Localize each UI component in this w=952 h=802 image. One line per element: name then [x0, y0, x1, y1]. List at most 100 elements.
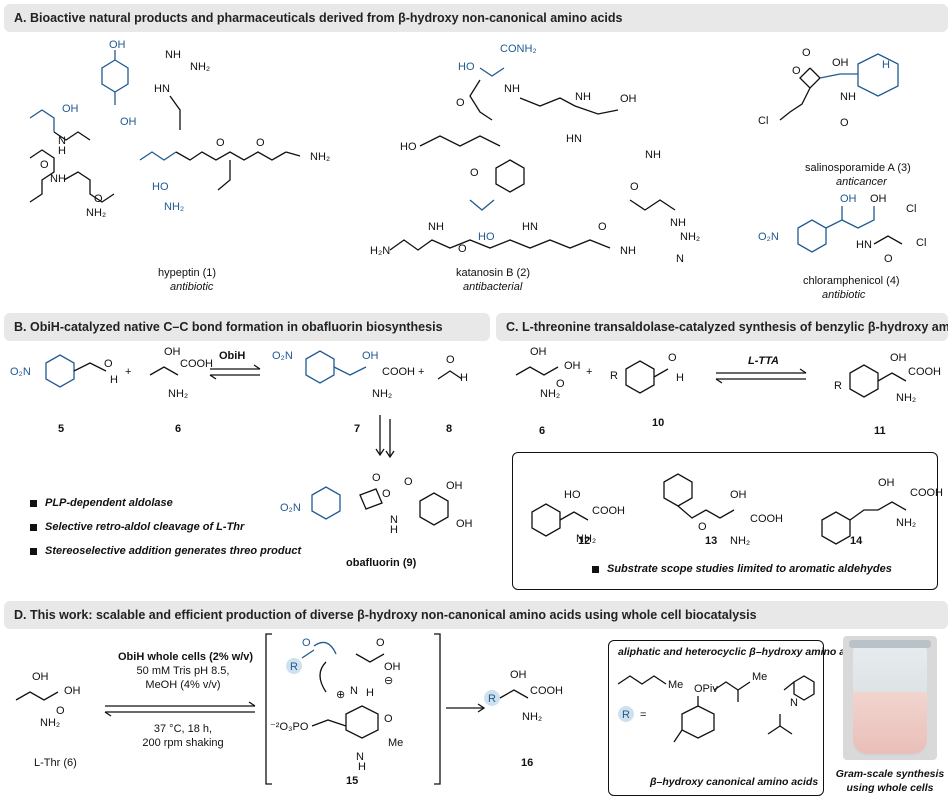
svg-text:OH: OH [109, 39, 126, 51]
compound-8-label: 8 [446, 423, 453, 435]
svg-text:Me: Me [752, 671, 767, 683]
svg-text:OH: OH [530, 346, 547, 358]
svg-text:NH₂: NH₂ [190, 61, 210, 73]
svg-text:O: O [840, 117, 849, 129]
svg-text:CONH₂: CONH₂ [500, 43, 537, 55]
svg-text:H: H [676, 372, 684, 384]
svg-text:NH: NH [165, 49, 181, 61]
ltta-enzyme-label: L-TTA [748, 355, 779, 367]
svg-text:O: O [556, 378, 565, 390]
svg-text:NH₂: NH₂ [164, 201, 184, 213]
panel-a-header: A. Bioactive natural products and pharma… [4, 4, 948, 32]
svg-text:NH: NH [840, 91, 856, 103]
svg-text:NH₂: NH₂ [310, 151, 330, 163]
panel-d-header: D. This work: scalable and efficient pro… [4, 601, 948, 629]
svg-text:R: R [488, 693, 496, 705]
hypeptin-name: hypeptin (1) [158, 267, 217, 279]
salinosporamide-structure: OO OH H NH O Cl [758, 47, 899, 129]
hypeptin-activity: antibiotic [170, 281, 214, 293]
gram-scale-photo [843, 636, 937, 760]
svg-text:O₂N: O₂N [280, 502, 301, 514]
svg-text:COOH: COOH [530, 685, 563, 697]
panel-c-header: C. L-threonine transaldolase-catalyzed s… [496, 313, 948, 341]
compound-6c-label: 6 [539, 425, 546, 437]
obih-enzyme-label: ObiH [219, 350, 246, 362]
katanosin-structure: CONH₂ HO NH O NH OH HO O HN H₂N NHO HN H… [370, 43, 700, 265]
svg-text:N: N [356, 751, 364, 763]
compound-12-label: 12 [578, 535, 591, 547]
svg-text:N: N [58, 135, 66, 147]
svg-text:⊖: ⊖ [384, 675, 393, 687]
svg-text:NH₂: NH₂ [86, 207, 106, 219]
svg-text:Cl: Cl [906, 203, 916, 215]
svg-text:R: R [622, 709, 630, 721]
katanosin-name: katanosin B (2) [456, 267, 530, 279]
svg-text:NH: NH [504, 83, 520, 95]
svg-text:NH₂: NH₂ [168, 388, 188, 400]
svg-text:O: O [698, 521, 707, 533]
svg-text:O: O [56, 705, 65, 717]
svg-text:NH: NH [645, 149, 661, 161]
svg-text:O: O [792, 65, 801, 77]
panel-b-header: B. ObiH-catalyzed native C–C bond format… [4, 313, 490, 341]
svg-text:HO: HO [458, 61, 475, 73]
svg-text:COOH: COOH [180, 358, 213, 370]
r-group-scope-box [608, 640, 824, 796]
svg-text:NH: NH [575, 91, 591, 103]
katanosin-activity: antibacterial [463, 281, 523, 293]
svg-text:COOH: COOH [592, 505, 625, 517]
l-thr-structure: OH OH ONH₂ [15, 671, 81, 729]
svg-text:O: O [802, 47, 811, 59]
svg-text:OH: OH [446, 480, 463, 492]
l-thr-label: L-Thr (6) [34, 757, 77, 769]
svg-text:H: H [366, 687, 374, 699]
svg-text:Me: Me [668, 679, 683, 691]
svg-text:H: H [110, 374, 118, 386]
svg-text:O₂N: O₂N [272, 350, 293, 362]
svg-text:COOH: COOH [908, 366, 941, 378]
svg-text:O: O [302, 637, 311, 649]
svg-text:O: O [382, 488, 391, 500]
r-group-structures: Me Me N R = OPiv [617, 671, 815, 743]
panel-b-bullet-3: Stereoselective addition generates threo… [30, 545, 301, 557]
conditions-bottom: 37 °C, 18 h, 200 rpm shaking [142, 723, 224, 749]
svg-text:NH₂: NH₂ [730, 535, 750, 547]
compound-11-label: 11 [874, 425, 886, 437]
svg-text:⊕: ⊕ [336, 689, 345, 701]
svg-text:OH: OH [120, 116, 137, 128]
svg-text:H: H [390, 524, 398, 536]
svg-text:=: = [640, 709, 646, 721]
svg-text:N: N [390, 514, 398, 526]
svg-text:HN: HN [566, 133, 582, 145]
svg-text:O: O [884, 253, 893, 265]
svg-text:OH: OH [384, 661, 401, 673]
salinosporamide-activity: anticancer [836, 176, 887, 188]
svg-text:O: O [384, 713, 393, 725]
svg-text:NH₂: NH₂ [522, 711, 542, 723]
svg-text:O: O [376, 637, 385, 649]
compound-5-label: 5 [58, 423, 65, 435]
flask-liquid [853, 692, 927, 754]
svg-text:NH: NH [620, 245, 636, 257]
svg-text:O: O [256, 137, 265, 149]
svg-text:OH: OH [890, 352, 907, 364]
compound-13-label: 13 [705, 535, 718, 547]
svg-text:OH: OH [620, 93, 637, 105]
svg-text:HN: HN [522, 221, 538, 233]
svg-text:OH: OH [62, 103, 79, 115]
svg-text:R: R [834, 380, 842, 392]
svg-text:HO: HO [152, 181, 169, 193]
svg-text:OH: OH [878, 477, 895, 489]
svg-text:O: O [104, 358, 113, 370]
compound-7-label: 7 [354, 423, 361, 435]
svg-text:OPiv: OPiv [694, 683, 718, 695]
forward-arrow [446, 703, 486, 713]
compound-10-label: 10 [652, 417, 665, 429]
svg-text:HO: HO [564, 489, 581, 501]
svg-text:N: N [790, 697, 798, 709]
intermediate-15-label: 15 [346, 775, 359, 787]
